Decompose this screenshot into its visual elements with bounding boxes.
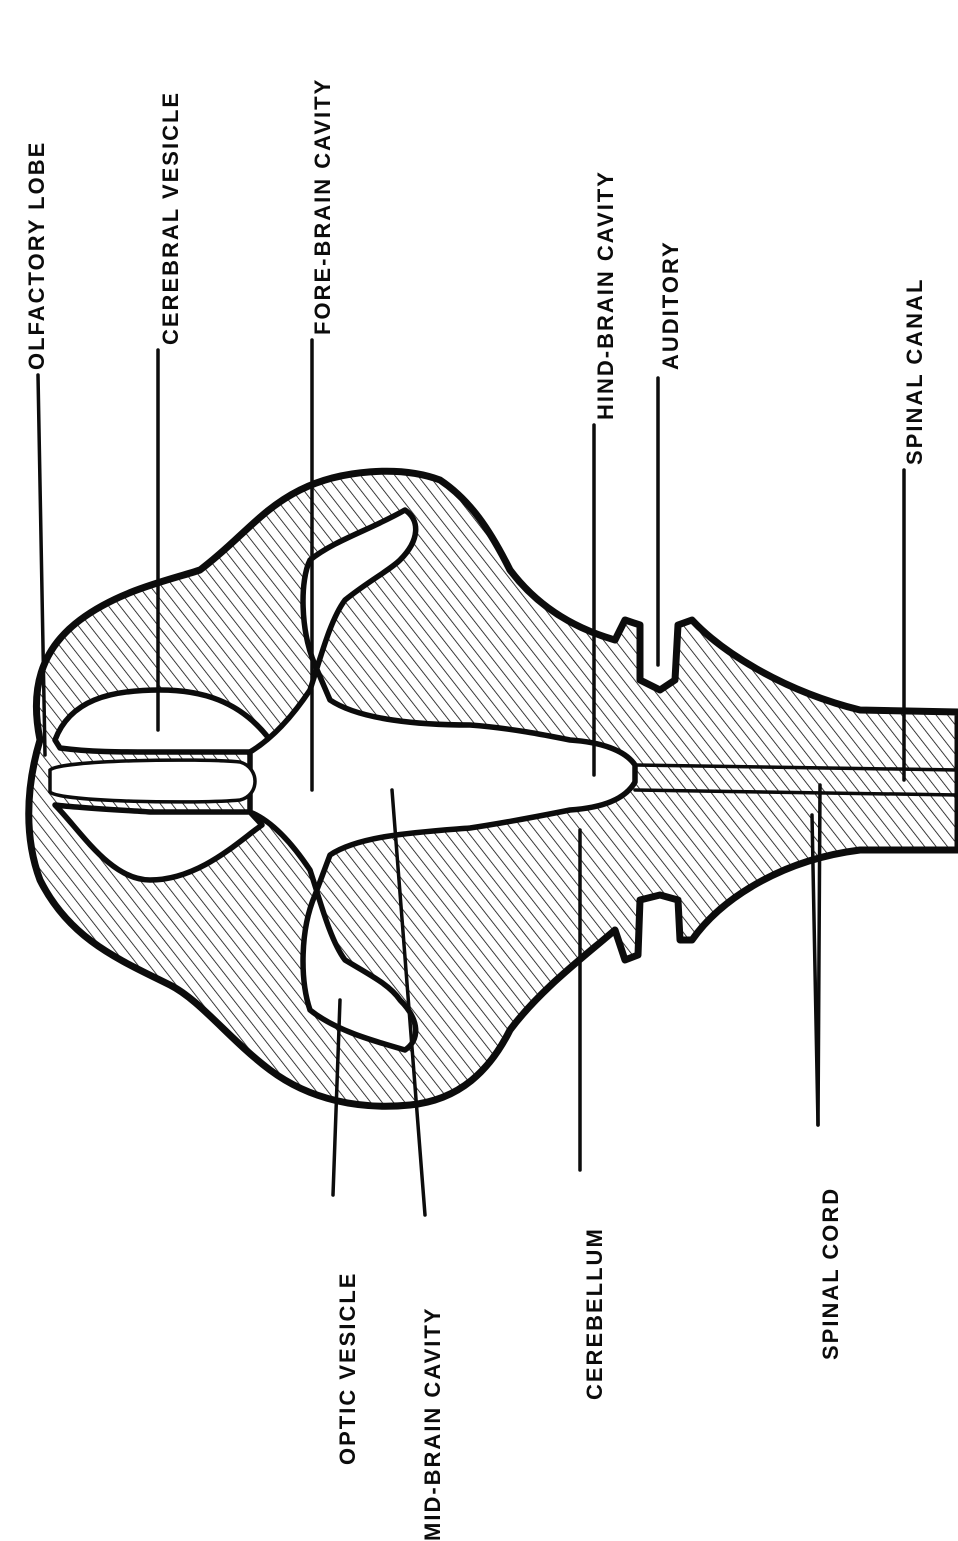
- label-auditory: AUDITORY: [658, 240, 683, 370]
- label-spinal-canal: SPINAL CANAL: [902, 278, 927, 465]
- label-optic-vesicle: OPTIC VESICLE: [335, 1272, 360, 1465]
- median-slit: [50, 760, 255, 802]
- label-cerebellum: CEREBELLUM: [582, 1227, 607, 1400]
- label-cerebral-vesicle: CEREBRAL VESICLE: [158, 91, 183, 345]
- label-hind-brain-cavity: HIND-BRAIN CAVITY: [593, 170, 618, 420]
- label-fore-brain-cavity: FORE-BRAIN CAVITY: [310, 78, 335, 335]
- label-olfactory-lobe: OLFACTORY LOBE: [24, 141, 49, 370]
- label-spinal-cord: SPINAL CORD: [818, 1187, 843, 1360]
- label-mid-brain-cavity: MID-BRAIN CAVITY: [420, 1307, 445, 1541]
